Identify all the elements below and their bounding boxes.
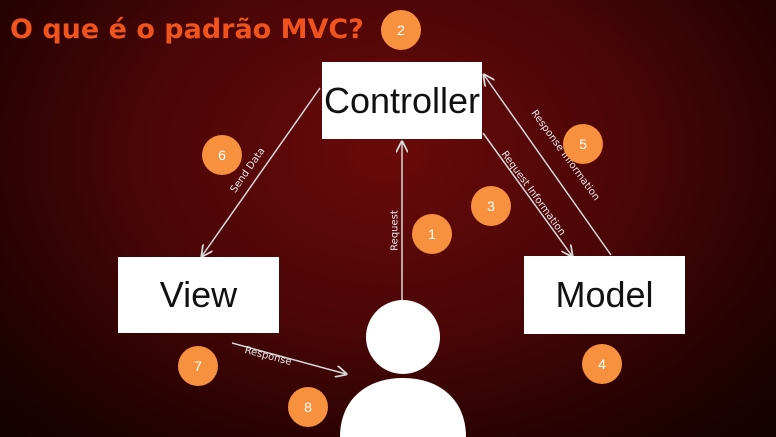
controller-label: Controller bbox=[323, 79, 481, 121]
model-label: Model bbox=[555, 274, 654, 315]
step-badge-7: 7 bbox=[178, 346, 218, 386]
step-badge-6: 6 bbox=[202, 135, 242, 175]
view-label: View bbox=[159, 274, 238, 315]
controller-box: Controller bbox=[322, 62, 482, 139]
arrow-response-information bbox=[484, 75, 612, 256]
model-box: Model bbox=[524, 256, 685, 334]
step-badge-4: 4 bbox=[582, 344, 622, 384]
user-icon bbox=[340, 300, 466, 437]
step-badge-5: 5 bbox=[563, 124, 603, 164]
arrow-request-information bbox=[482, 132, 572, 256]
step-badge-8: 8 bbox=[288, 387, 328, 427]
step-badge-2: 2 bbox=[381, 10, 421, 50]
step-badge-3: 3 bbox=[471, 186, 511, 226]
label-request: Request bbox=[389, 210, 401, 251]
step-badge-1: 1 bbox=[412, 214, 452, 254]
page-title: O que é o padrão MVC? bbox=[10, 14, 364, 45]
arrow-response bbox=[231, 342, 346, 374]
view-box: View bbox=[118, 257, 279, 333]
arrow-send-data bbox=[202, 87, 321, 256]
